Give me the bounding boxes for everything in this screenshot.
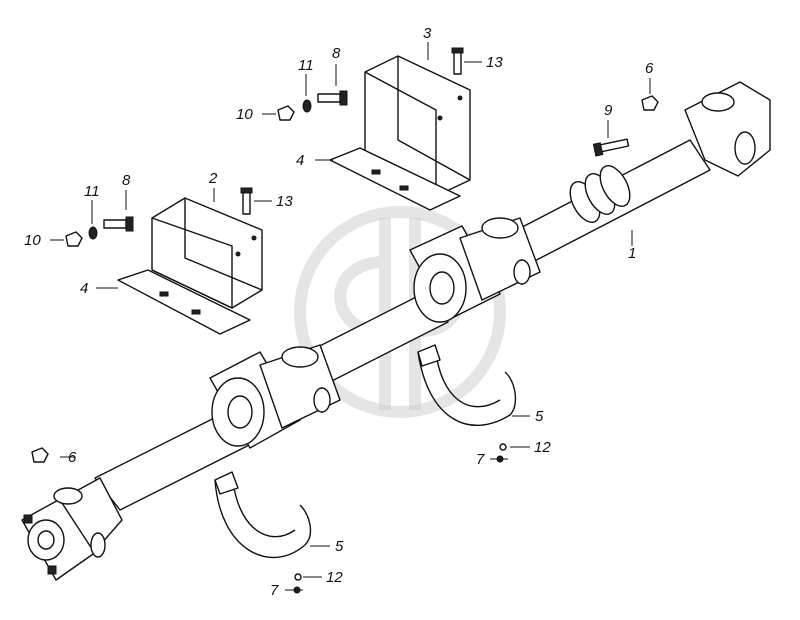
callout-12-upper: 12 — [534, 439, 551, 456]
callout-8-upper: 8 — [332, 45, 341, 62]
callout-8-lower: 8 — [122, 172, 131, 189]
callout-12-lower: 12 — [326, 569, 343, 586]
mounting-plate-4-lower — [117, 269, 251, 335]
callout-2: 2 — [208, 170, 218, 187]
callout-4-lower: 4 — [80, 280, 88, 297]
spline-sleeve — [569, 165, 631, 223]
callout-7-upper: 7 — [476, 451, 485, 468]
hanger-strap-5-upper — [417, 344, 517, 426]
callout-13-lower: 13 — [276, 193, 293, 210]
callout-labels: 1 2 3 4 4 5 5 6 6 7 7 8 8 9 10 10 11 11 … — [24, 25, 654, 599]
callout-3: 3 — [423, 25, 432, 42]
callout-10-upper: 10 — [236, 106, 253, 123]
leader-lines — [50, 42, 651, 591]
callout-6-lower: 6 — [68, 449, 77, 466]
callout-9: 9 — [604, 102, 613, 119]
universal-joint-1 — [209, 344, 341, 449]
cover-plate-2 — [151, 197, 263, 309]
cardan-shaft — [21, 81, 771, 581]
callout-11-upper: 11 — [298, 57, 314, 74]
cover-plate-3 — [364, 55, 471, 197]
hanger-strap-5-lower — [214, 471, 312, 559]
callout-5-upper: 5 — [535, 408, 544, 425]
callout-13-upper: 13 — [486, 54, 503, 71]
callout-5-lower: 5 — [335, 538, 344, 555]
end-yoke-upper — [684, 81, 771, 177]
universal-joint-2 — [409, 217, 541, 323]
callout-10-lower: 10 — [24, 232, 41, 249]
callout-6-upper: 6 — [645, 60, 654, 77]
callout-7-lower: 7 — [270, 582, 279, 599]
callout-1: 1 — [628, 245, 636, 262]
mounting-plate-4-upper — [329, 147, 461, 211]
end-flange-lower — [21, 477, 123, 581]
callout-11-lower: 11 — [84, 183, 100, 200]
callout-4-upper: 4 — [296, 152, 304, 169]
fasteners — [31, 47, 659, 594]
